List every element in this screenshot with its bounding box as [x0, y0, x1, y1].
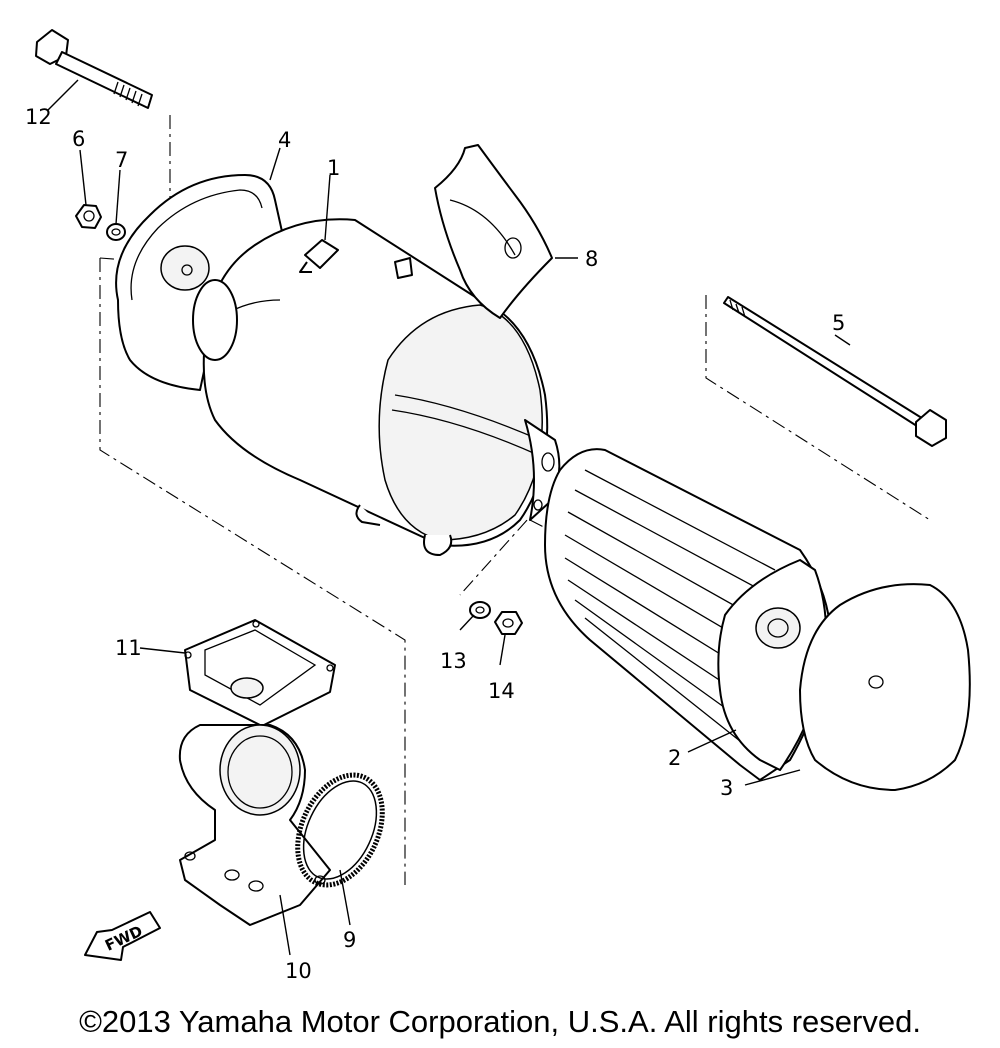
- callout-numbers: 12 6 7 4 1 8 5 11 13 14 2 3 9 10: [25, 105, 845, 983]
- part-6-nut: [75, 204, 102, 229]
- callout-1: 1: [327, 156, 340, 180]
- part-11-gasket: [184, 619, 336, 727]
- fwd-arrow: FWD: [84, 911, 161, 961]
- callout-14: 14: [488, 679, 515, 703]
- part-14-nut: [494, 611, 523, 635]
- leader-lines: [47, 79, 851, 956]
- exploded-parts-diagram: FWD 12 6 7 4 1 8 5 11 13 14 2 3 9 10: [25, 29, 971, 983]
- part-5-bolt: [723, 296, 947, 447]
- callout-7: 7: [115, 148, 128, 172]
- callout-5: 5: [832, 311, 845, 335]
- callout-11: 11: [115, 636, 142, 660]
- part-9-clamp-band: [295, 772, 385, 888]
- callout-8: 8: [585, 247, 598, 271]
- callout-2: 2: [668, 746, 681, 770]
- part-13-washer: [469, 601, 491, 619]
- copyright-notice: ©2013 Yamaha Motor Corporation, U.S.A. A…: [79, 1004, 921, 1039]
- part-4-cover-plate: [115, 174, 286, 391]
- callout-13: 13: [440, 649, 467, 673]
- part-7-washer: [106, 223, 126, 241]
- part-12-bolt: [35, 29, 153, 109]
- part-8-duct: [434, 144, 553, 319]
- callout-6: 6: [72, 127, 85, 151]
- part-2-air-filter: [544, 448, 831, 781]
- callout-9: 9: [343, 928, 356, 952]
- callout-3: 3: [720, 776, 733, 800]
- callout-4: 4: [278, 128, 291, 152]
- part-1-air-box: [192, 218, 561, 556]
- part-10-intake-joint: [178, 724, 331, 926]
- callout-10: 10: [285, 959, 312, 983]
- callout-12: 12: [25, 105, 52, 129]
- part-3-end-cap: [799, 583, 971, 791]
